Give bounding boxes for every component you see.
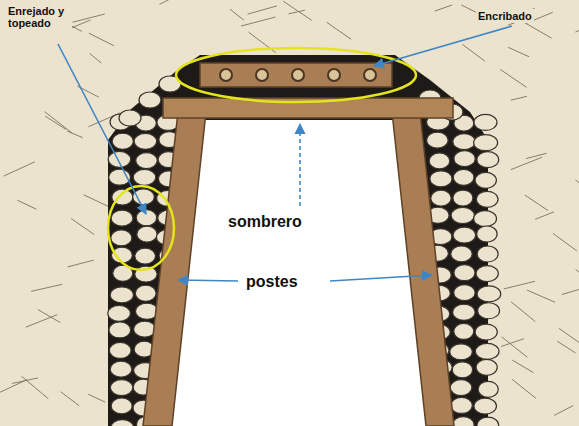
part-label: Encribado (476, 9, 534, 23)
packing-stones (108, 76, 501, 426)
cribbing-log-ends (220, 69, 376, 81)
highlight-ellipse (108, 186, 174, 270)
component-label: sombrero (222, 210, 308, 234)
part-label: Enrejado y topeado (6, 4, 72, 30)
component-label: postes (240, 270, 304, 294)
label-holder: Enrejado y topeado (6, 4, 72, 31)
right-post (392, 112, 454, 426)
excavation-void (108, 55, 488, 426)
highlight-ellipse (176, 48, 416, 102)
label-holder: Encribado (476, 6, 534, 24)
label-holder: postes (240, 270, 304, 294)
left-post (143, 112, 206, 426)
cribbing-beam (200, 63, 392, 87)
leader-lines (58, 26, 512, 281)
label-holder: sombrero (222, 210, 308, 234)
